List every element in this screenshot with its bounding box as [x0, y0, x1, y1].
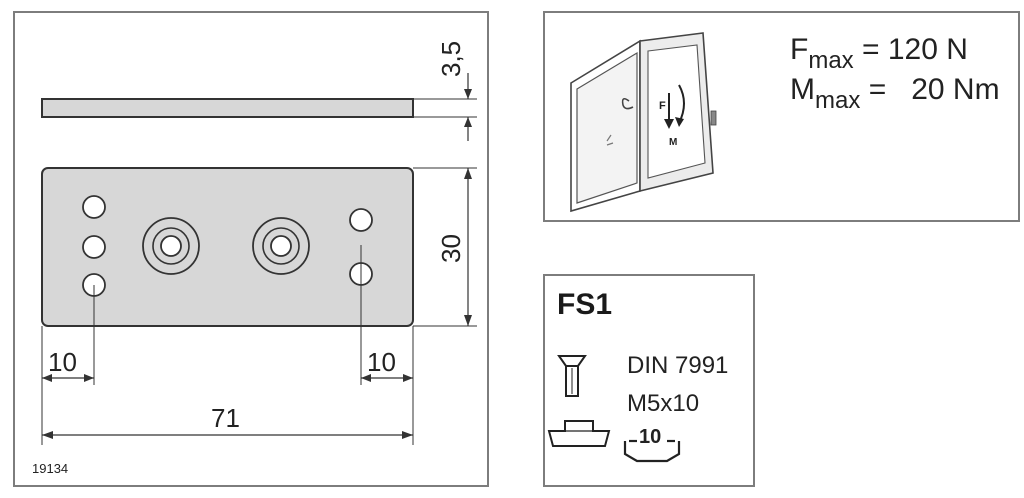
- slot-size-icon: [623, 439, 681, 463]
- countersunk-screw-icon: [557, 355, 587, 397]
- countersink-outer: [252, 217, 310, 275]
- slot-nut-icon: [547, 420, 611, 447]
- force-subscript: max: [808, 47, 854, 74]
- dimension-width-label: 30: [436, 234, 466, 263]
- slot-size-label: 10: [639, 426, 662, 448]
- fastener-set-title: FS1: [557, 288, 613, 321]
- screw-size: M5x10: [627, 390, 700, 417]
- technical-drawing-panel: 3,5 30 10: [13, 11, 489, 487]
- moment-max-row: Mmax = 20 Nm: [790, 75, 1000, 116]
- arrowhead: [42, 431, 53, 439]
- force-value: = 120 N: [862, 33, 968, 66]
- fastener-icons: [547, 355, 681, 463]
- arrowhead: [361, 374, 371, 382]
- arrowhead: [403, 374, 413, 382]
- door-moment-label: M: [669, 137, 677, 148]
- force-symbol: F: [790, 33, 809, 66]
- moment-arrowhead: [675, 117, 684, 127]
- door-leaf-inner: [647, 44, 706, 179]
- force-arrowhead: [664, 119, 674, 129]
- moment-subscript: max: [815, 87, 861, 114]
- latch-icon: [621, 97, 634, 110]
- moment-value: = 20 Nm: [868, 73, 1000, 106]
- arrowhead: [464, 315, 472, 326]
- mounting-hole: [82, 235, 106, 259]
- dimension-left-offset-label: 10: [48, 347, 77, 377]
- arrowhead: [464, 168, 472, 179]
- force-max-row: Fmax = 120 N: [790, 35, 968, 76]
- moment-symbol: M: [790, 73, 815, 106]
- plate-side-view: [41, 98, 414, 118]
- hinge-icon: [710, 110, 717, 126]
- plate-drawing: 3,5 30 10: [32, 41, 477, 476]
- screw-standard: DIN 7991: [627, 352, 729, 379]
- arrowhead: [464, 89, 472, 99]
- countersink-ring: [262, 227, 300, 265]
- mounting-hole: [349, 208, 373, 232]
- countersink-ring: [152, 227, 190, 265]
- arrowhead: [84, 374, 94, 382]
- decor-mark: [606, 134, 614, 146]
- arrowhead: [42, 374, 52, 382]
- load-capacity-panel: F M Fmax = 120 N Mmax = 20 Nm: [543, 11, 1020, 222]
- dimension-right-offset-label: 10: [367, 347, 396, 377]
- dimension-thickness-label: 3,5: [436, 41, 466, 77]
- door-force-label: F: [659, 100, 666, 112]
- countersink-outer: [142, 217, 200, 275]
- arrowhead: [402, 431, 413, 439]
- dimension-length-label: 71: [211, 403, 240, 433]
- mounting-hole: [82, 195, 106, 219]
- countersunk-hole: [270, 235, 292, 257]
- countersunk-hole: [160, 235, 182, 257]
- fastener-panel: FS1 DIN 7991 M5x10 10: [543, 274, 755, 487]
- drawing-code: 19134: [32, 461, 68, 476]
- plate-top-view: [41, 167, 414, 327]
- door-frame-inner: [576, 51, 638, 204]
- door-illustration: F M: [570, 32, 717, 213]
- arrowhead: [464, 117, 472, 127]
